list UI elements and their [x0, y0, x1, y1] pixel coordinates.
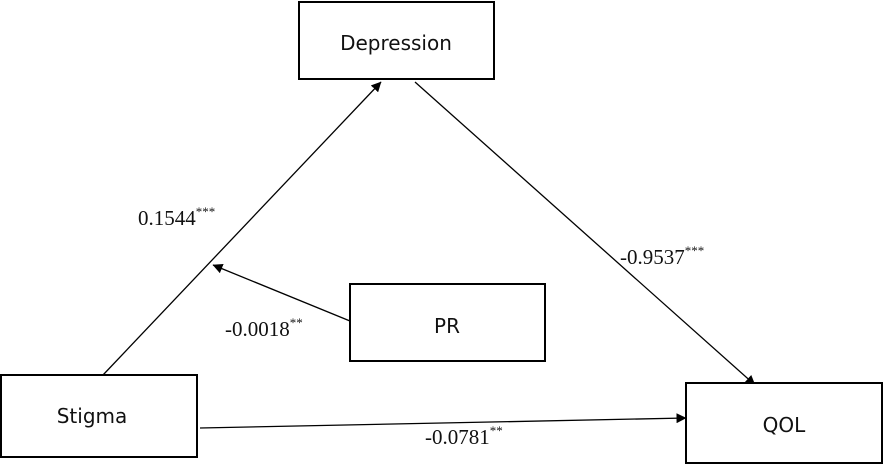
node-depression-label: Depression	[340, 31, 452, 55]
coef-pr-moderation-value: -0.0018	[225, 317, 290, 341]
coef-pr-moderation: -0.0018**	[225, 315, 303, 341]
coef-stigma-qol: -0.0781**	[425, 423, 503, 449]
node-stigma-label: Stigma	[57, 404, 128, 428]
node-qol: QOL	[685, 382, 883, 464]
arrow-depression-to-qol	[414, 81, 756, 386]
coef-stigma-depression-sig: ***	[196, 204, 216, 219]
node-depression: Depression	[298, 1, 495, 80]
coef-stigma-qol-value: -0.0781	[425, 425, 490, 449]
coef-stigma-depression-value: 0.1544	[138, 206, 196, 230]
node-pr-label: PR	[434, 314, 460, 338]
arrow-stigma-to-qol	[199, 413, 687, 429]
node-qol-label: QOL	[763, 413, 806, 437]
node-pr: PR	[349, 283, 546, 362]
coef-pr-moderation-sig: **	[290, 315, 303, 330]
coef-depression-qol: -0.9537***	[620, 243, 704, 269]
coef-depression-qol-sig: ***	[685, 243, 705, 258]
node-stigma: Stigma	[0, 374, 198, 458]
coef-stigma-depression: 0.1544***	[138, 204, 215, 230]
coef-stigma-qol-sig: **	[490, 423, 503, 438]
arrow-stigma-to-depression	[102, 81, 382, 376]
arrow-pr-moderation	[212, 263, 351, 322]
coef-depression-qol-value: -0.9537	[620, 245, 685, 269]
